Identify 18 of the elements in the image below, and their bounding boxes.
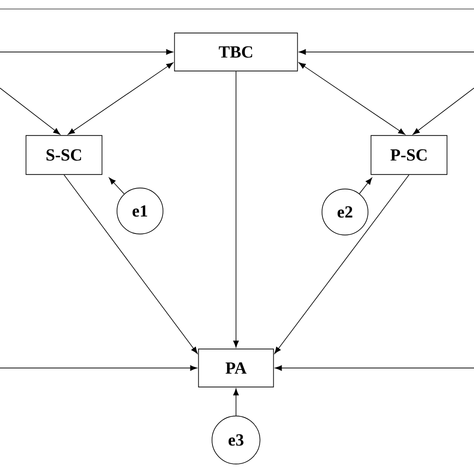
arrow — [233, 71, 239, 348]
arrow — [274, 174, 410, 354]
arrow — [359, 178, 372, 194]
arrow — [298, 49, 474, 55]
variable-box: TBC — [174, 32, 298, 72]
arrow — [0, 49, 174, 55]
arrow — [412, 88, 474, 135]
arrow — [0, 365, 198, 371]
arrow — [68, 62, 174, 135]
arrow — [0, 88, 60, 135]
arrow — [274, 365, 474, 371]
variable-box: P-SC — [370, 135, 448, 175]
arrow — [233, 388, 239, 416]
arrow — [298, 62, 406, 135]
variable-box: PA — [198, 348, 274, 388]
variable-box: S-SC — [26, 135, 102, 175]
arrow — [108, 178, 124, 194]
arrow — [64, 174, 198, 354]
